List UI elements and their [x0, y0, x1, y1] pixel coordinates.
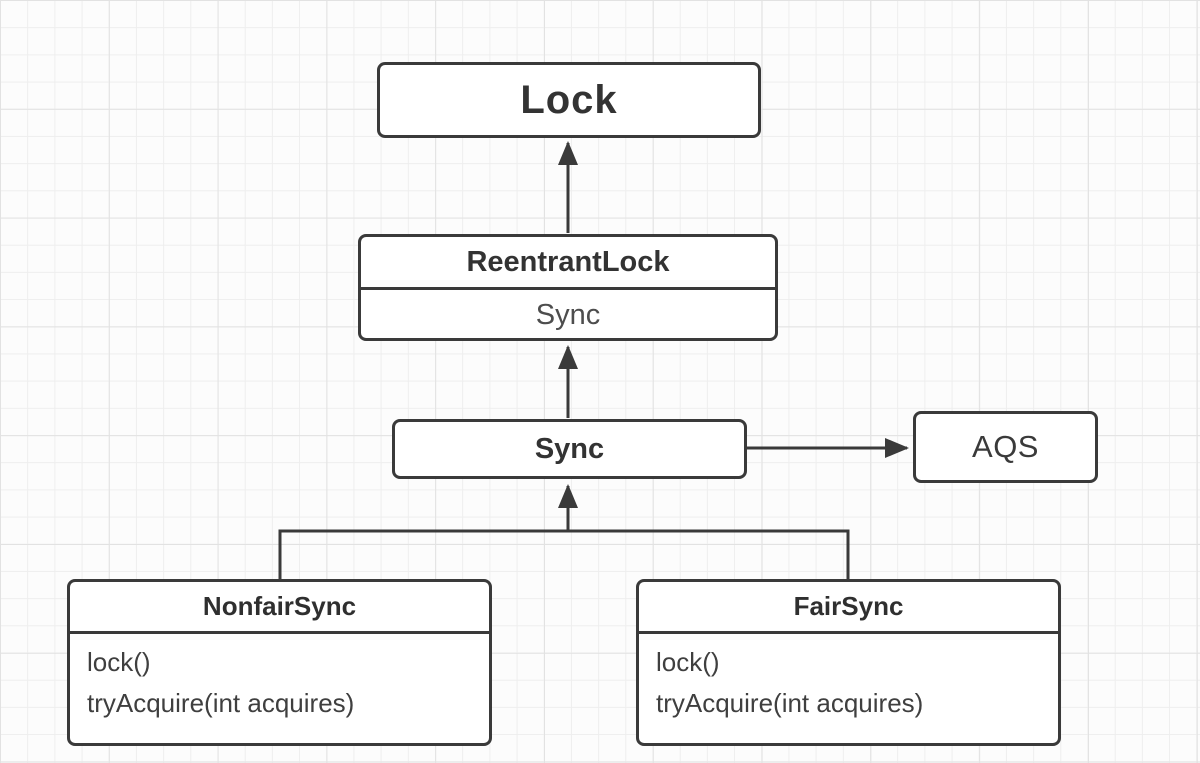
node-sync-label: Sync: [534, 432, 605, 465]
node-lock: Lock: [377, 62, 761, 138]
node-fairsync: FairSync lock() tryAcquire(int acquires): [636, 579, 1061, 746]
node-sync: Sync: [392, 419, 747, 479]
node-reentrantlock: ReentrantLock Sync: [358, 234, 778, 341]
method-item: tryAcquire(int acquires): [87, 688, 355, 718]
node-fairsync-title: FairSync: [639, 582, 1058, 634]
node-fairsync-body: lock() tryAcquire(int acquires): [639, 634, 1058, 724]
node-nonfairsync-title: NonfairSync: [70, 582, 489, 634]
method-item: tryAcquire(int acquires): [656, 688, 924, 718]
node-nonfairsync-body: lock() tryAcquire(int acquires): [70, 634, 489, 724]
node-reentrantlock-title: ReentrantLock: [361, 237, 775, 290]
method-item: lock(): [87, 647, 151, 677]
node-nonfairsync: NonfairSync lock() tryAcquire(int acquir…: [67, 579, 492, 746]
node-lock-label: Lock: [520, 77, 618, 122]
node-aqs-label: AQS: [972, 429, 1039, 464]
method-item: lock(): [656, 647, 720, 677]
node-reentrantlock-field: Sync: [535, 298, 601, 331]
node-aqs: AQS: [913, 411, 1098, 483]
branch-connector-line: [278, 529, 850, 579]
